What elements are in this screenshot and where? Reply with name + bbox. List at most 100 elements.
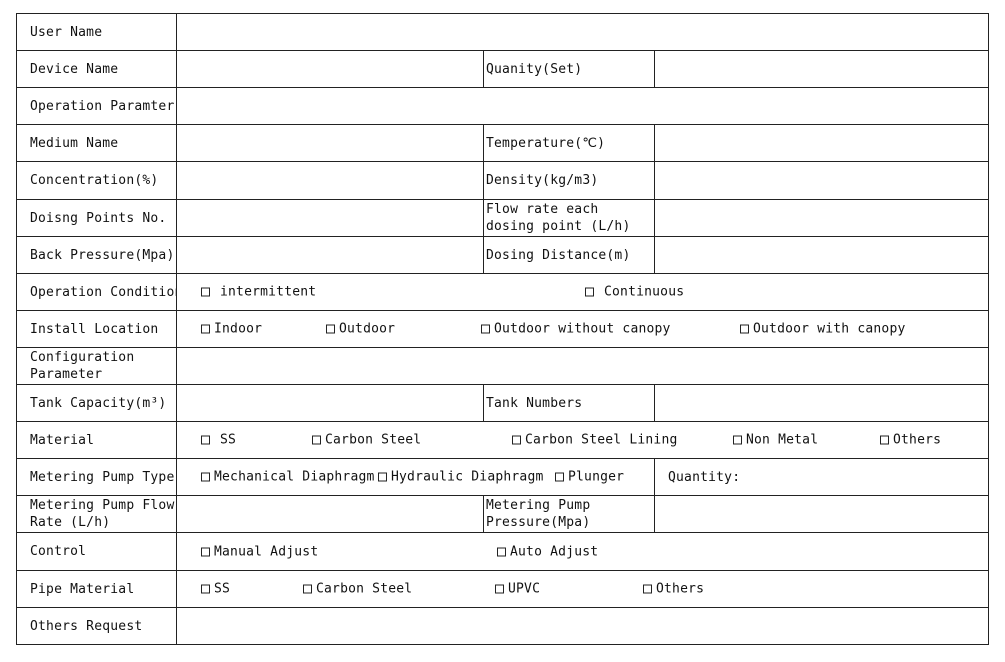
- auto-adjust-checkbox[interactable]: Auto Adjust: [497, 544, 598, 559]
- outdoor-without-canopy-checkbox[interactable]: Outdoor without canopy: [481, 322, 671, 337]
- row-metering-pump-flow: Metering Pump Flow Rate (L/h) Metering P…: [16, 495, 990, 533]
- configuration-parameter-field[interactable]: [175, 347, 990, 385]
- metering-pump-pressure-field[interactable]: [653, 495, 990, 533]
- material-others-checkbox[interactable]: Others: [880, 433, 941, 448]
- material-carbon-steel-lining-checkbox[interactable]: Carbon Steel Lining: [512, 433, 678, 448]
- temperature-field[interactable]: [653, 124, 990, 162]
- checkbox-icon: [378, 472, 387, 482]
- row-pipe-material: Pipe Material SS Carbon Steel UPVC Other…: [16, 570, 990, 608]
- others-request-label: Others Request: [16, 607, 177, 645]
- outdoor-without-canopy-label: Outdoor without canopy: [494, 321, 671, 337]
- continuous-checkbox[interactable]: Continuous: [585, 285, 684, 300]
- checkbox-icon: [512, 435, 521, 445]
- quantity-set-label: Quanity(Set): [483, 50, 655, 88]
- pipe-ss-checkbox[interactable]: SS: [201, 582, 230, 597]
- row-operation-condition: Operation Condition intermittent Continu…: [16, 273, 990, 311]
- control-label: Control: [16, 532, 177, 571]
- order-form-table: User Name Device Name Quanity(Set) Opera…: [16, 13, 990, 645]
- pipe-carbon-steel-checkbox[interactable]: Carbon Steel: [303, 582, 412, 597]
- density-field[interactable]: [653, 161, 990, 200]
- pipe-carbon-steel-label: Carbon Steel: [316, 581, 413, 597]
- row-back-pressure: Back Pressure(Mpa) Dosing Distance(m): [16, 236, 990, 274]
- dosing-points-field[interactable]: [176, 199, 484, 237]
- checkbox-icon: [497, 547, 506, 556]
- checkbox-icon: [555, 472, 564, 482]
- checkbox-icon: [303, 584, 312, 594]
- plunger-label: Plunger: [568, 469, 625, 485]
- tank-numbers-field[interactable]: [653, 384, 990, 422]
- outdoor-with-canopy-checkbox[interactable]: Outdoor with canopy: [740, 322, 906, 337]
- indoor-checkbox[interactable]: Indoor: [201, 322, 262, 337]
- configuration-parameter-label: Configuration Parameter: [16, 347, 177, 385]
- material-carbon-steel-checkbox[interactable]: Carbon Steel: [312, 433, 421, 448]
- density-label: Density(kg/m3): [483, 161, 655, 200]
- outdoor-label: Outdoor: [339, 321, 396, 337]
- operation-parameter-field[interactable]: [175, 87, 990, 125]
- install-location-label: Install Location: [16, 310, 177, 348]
- material-label: Material: [16, 421, 177, 459]
- row-operation-parameter: Operation Paramter: [16, 87, 990, 125]
- dosing-distance-label: Dosing Distance(m): [483, 236, 655, 274]
- concentration-field[interactable]: [176, 161, 484, 200]
- hydraulic-diaphragm-checkbox[interactable]: Hydraulic Diaphragm: [378, 470, 544, 485]
- row-install-location: Install Location Indoor Outdoor Outdoor …: [16, 310, 990, 348]
- checkbox-icon: [201, 472, 210, 482]
- auto-adjust-label: Auto Adjust: [510, 544, 599, 559]
- dosing-distance-field[interactable]: [653, 236, 990, 274]
- mechanical-diaphragm-label: Mechanical Diaphragm: [214, 469, 375, 485]
- checkbox-icon: [481, 324, 490, 334]
- back-pressure-field[interactable]: [176, 236, 484, 274]
- metering-pump-quantity-label: Quantity:: [653, 458, 990, 496]
- user-name-label: User Name: [16, 13, 177, 51]
- back-pressure-label: Back Pressure(Mpa): [16, 236, 177, 274]
- pipe-ss-label: SS: [214, 581, 231, 597]
- metering-pump-flow-label: Metering Pump Flow Rate (L/h): [16, 495, 177, 533]
- pipe-upvc-label: UPVC: [508, 581, 541, 597]
- others-request-field[interactable]: [175, 607, 990, 645]
- operation-condition-label: Operation Condition: [16, 273, 177, 311]
- row-configuration-parameter: Configuration Parameter: [16, 347, 990, 385]
- operation-condition-options: intermittent Continuous: [175, 273, 990, 311]
- device-name-field[interactable]: [176, 50, 484, 88]
- pipe-material-label: Pipe Material: [16, 570, 177, 608]
- metering-pump-pressure-label: Metering Pump Pressure(Mpa): [483, 495, 655, 533]
- control-options: Manual Adjust Auto Adjust: [175, 532, 990, 571]
- material-others-label: Others: [893, 432, 942, 448]
- medium-name-label: Medium Name: [16, 124, 177, 162]
- metering-pump-type-options: Mechanical Diaphragm Hydraulic Diaphragm…: [176, 458, 655, 496]
- outdoor-with-canopy-label: Outdoor with canopy: [753, 321, 906, 337]
- quantity-set-field[interactable]: [653, 50, 990, 88]
- tank-capacity-field[interactable]: [176, 384, 484, 422]
- flow-rate-each-field[interactable]: [653, 199, 990, 237]
- checkbox-icon: [740, 324, 749, 334]
- checkbox-icon: [495, 584, 504, 594]
- checkbox-icon: [201, 435, 210, 445]
- manual-adjust-checkbox[interactable]: Manual Adjust: [201, 544, 318, 559]
- checkbox-icon: [326, 324, 335, 334]
- material-ss-checkbox[interactable]: SS: [201, 433, 236, 448]
- user-name-field[interactable]: [175, 13, 990, 51]
- plunger-checkbox[interactable]: Plunger: [555, 470, 624, 485]
- pipe-others-label: Others: [656, 581, 705, 597]
- row-control: Control Manual Adjust Auto Adjust: [16, 532, 990, 571]
- metering-pump-type-label: Metering Pump Type: [16, 458, 177, 496]
- intermittent-label: intermittent: [220, 284, 317, 300]
- metering-pump-flow-field[interactable]: [176, 495, 484, 533]
- continuous-label: Continuous: [604, 284, 685, 300]
- material-options: SS Carbon Steel Carbon Steel Lining Non …: [175, 421, 990, 459]
- medium-name-field[interactable]: [176, 124, 484, 162]
- checkbox-icon: [733, 435, 742, 445]
- checkbox-icon: [585, 287, 594, 297]
- row-tank-capacity: Tank Capacity(m³) Tank Numbers: [16, 384, 990, 422]
- checkbox-icon: [201, 584, 210, 594]
- intermittent-checkbox[interactable]: intermittent: [201, 285, 316, 300]
- checkbox-icon: [643, 584, 652, 594]
- pipe-upvc-checkbox[interactable]: UPVC: [495, 582, 540, 597]
- row-material: Material SS Carbon Steel Carbon Steel Li…: [16, 421, 990, 459]
- material-non-metal-checkbox[interactable]: Non Metal: [733, 433, 818, 448]
- outdoor-checkbox[interactable]: Outdoor: [326, 322, 395, 337]
- concentration-label: Concentration(%): [16, 161, 177, 200]
- checkbox-icon: [201, 287, 210, 297]
- mechanical-diaphragm-checkbox[interactable]: Mechanical Diaphragm: [201, 470, 375, 485]
- pipe-others-checkbox[interactable]: Others: [643, 582, 704, 597]
